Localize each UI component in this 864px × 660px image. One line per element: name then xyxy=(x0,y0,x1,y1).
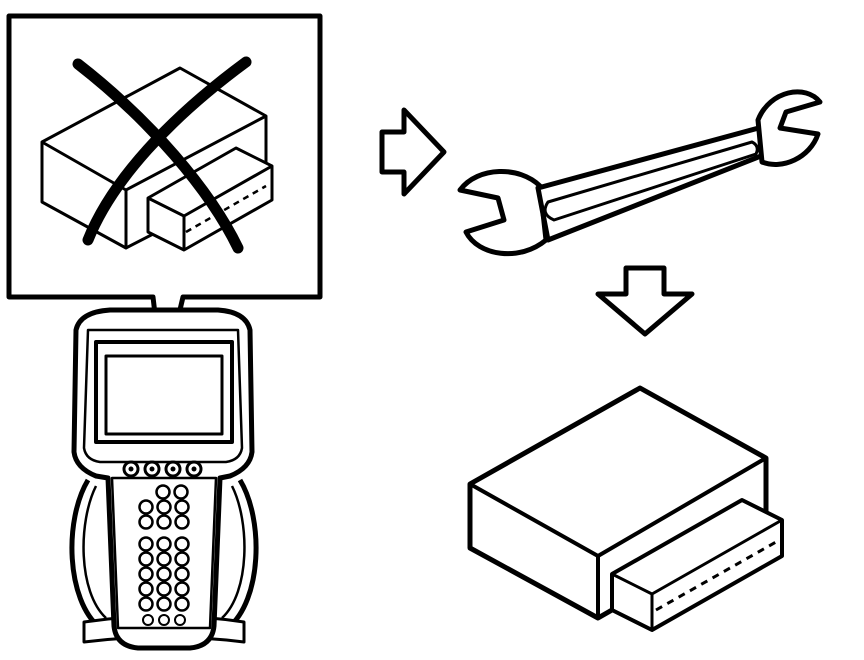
control-module-icon xyxy=(467,385,784,632)
scan-tool-keypad-button xyxy=(174,536,190,552)
scan-tool-small-key xyxy=(158,614,170,626)
open-end-wrench-icon xyxy=(457,89,823,257)
scan-tool-top-buttons xyxy=(122,460,203,478)
scan-tool-function-button-center xyxy=(128,466,134,472)
scan-tool-keypad-button xyxy=(138,566,154,582)
scan-tool-keypad-button xyxy=(138,581,154,597)
scan-tool-function-button-center xyxy=(191,466,197,472)
handheld-scan-tool-icon xyxy=(69,307,259,651)
scan-tool-keypad-button xyxy=(156,536,172,552)
scan-tool-keypad-button xyxy=(174,581,190,597)
scan-tool-keypad-button xyxy=(138,551,154,567)
scan-tool-keypad-button xyxy=(155,484,171,500)
scan-tool-keypad-button xyxy=(138,536,154,552)
scan-tool-function-button-center xyxy=(170,466,176,472)
scan-tool-small-key xyxy=(142,614,154,626)
crossed-module-icon xyxy=(40,56,274,254)
scan-tool-keypad-button xyxy=(138,596,154,612)
scan-tool-keypad-button xyxy=(174,514,190,530)
scan-tool-keypad-button xyxy=(173,484,189,500)
scan-tool-keypad-button xyxy=(174,551,190,567)
scan-tool-keypad-button xyxy=(174,596,190,612)
scan-tool-keypad-button xyxy=(156,551,172,567)
scan-tool-keypad-button xyxy=(138,499,154,515)
scan-tool-keypad-button xyxy=(174,499,190,515)
scan-tool-keypad-button xyxy=(156,566,172,582)
scan-tool-keypad-button xyxy=(174,566,190,582)
scan-tool-function-button-center xyxy=(149,466,155,472)
scan-tool-small-key xyxy=(174,614,186,626)
scan-tool-keypad-button xyxy=(156,499,172,515)
scan-tool-keypad-button xyxy=(156,581,172,597)
scan-tool-keypad xyxy=(138,484,190,626)
scan-tool-keypad-button xyxy=(138,514,154,530)
arrow-right-icon xyxy=(379,107,447,197)
arrow-down-icon xyxy=(595,265,695,337)
scan-tool-keypad-button xyxy=(156,596,172,612)
scan-tool-keypad-button xyxy=(156,514,172,530)
